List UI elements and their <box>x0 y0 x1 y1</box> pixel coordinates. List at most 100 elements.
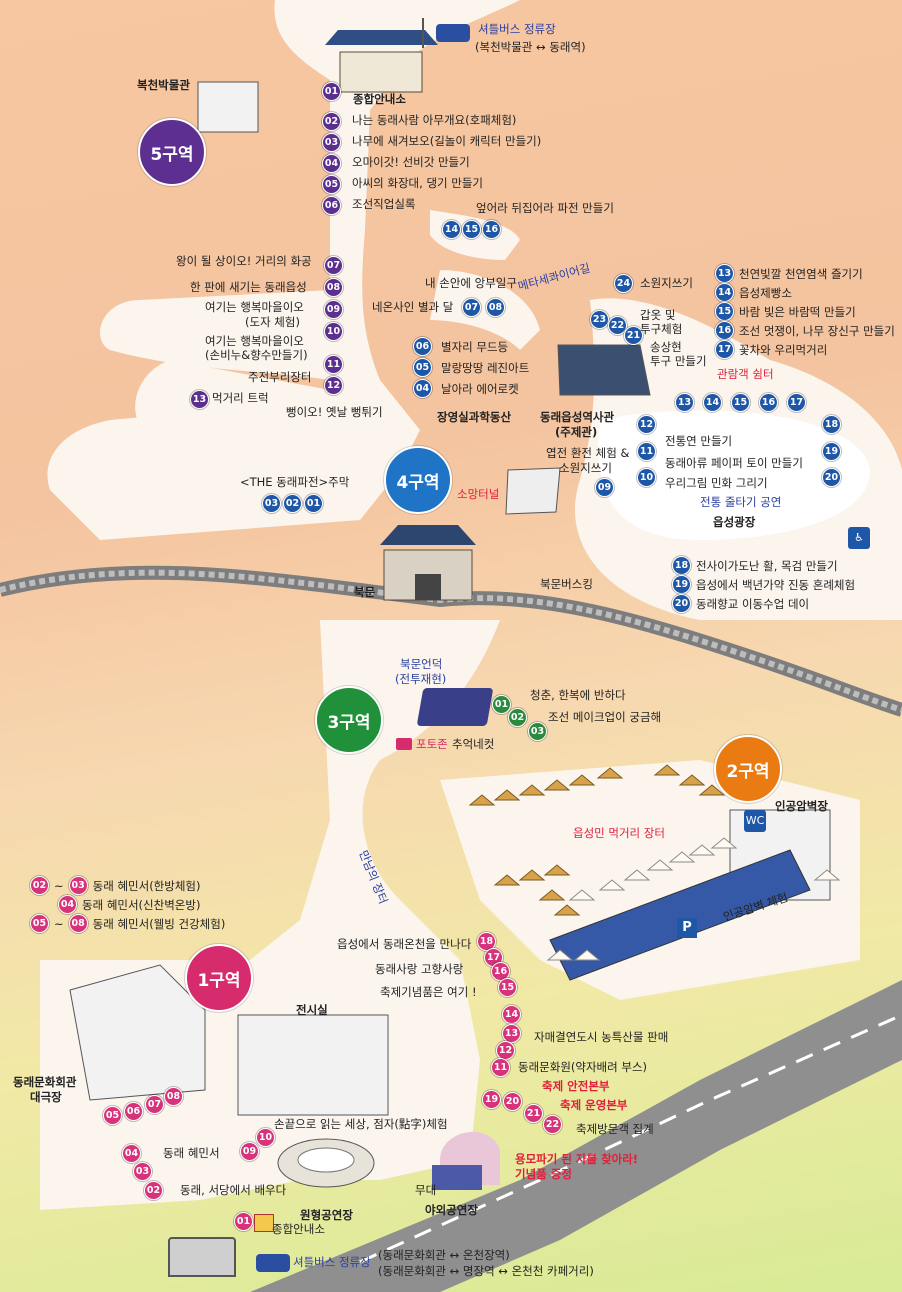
top-shuttle-route: (복천박물관 ↔ 동래역) <box>475 40 586 54</box>
marker-z4-14: 14 <box>442 220 461 239</box>
z4-fly: 날아라 에어로켓 <box>441 382 519 396</box>
bottom-gate <box>168 1237 236 1277</box>
bus-stop-sign-icon <box>422 18 434 48</box>
zone-1-badge: 1구역 <box>185 944 253 1012</box>
z4-the: <THE 동래파전>주막 <box>240 475 350 489</box>
z4-song-b: 투구 만들기 <box>650 354 707 368</box>
legend-16-text: 조선 멋쟁이, 나무 장신구 만들기 <box>739 323 895 338</box>
z1-seodang: 동래, 서당에서 배우다 <box>180 1183 287 1197</box>
marker-z1-20: 20 <box>503 1092 522 1111</box>
z1-legend-marker-c: 04 <box>58 895 77 914</box>
marker-square-20: 20 <box>822 468 841 487</box>
legend-17-text: 꽃차와 우리먹거리 <box>739 342 828 357</box>
marker-z5-11: 11 <box>324 355 343 374</box>
marker-z1-05: 05 <box>103 1106 122 1125</box>
marker-z1-01: 01 <box>234 1212 253 1231</box>
marker-z1-14: 14 <box>502 1005 521 1024</box>
marker-z1-21: 21 <box>524 1104 543 1123</box>
z4-song-a: 송상현 <box>650 340 682 354</box>
z5-04-label: 오마이갓! 선비갓 만들기 <box>352 155 470 169</box>
info-house-icon <box>254 1214 274 1232</box>
z1-braille: 손끝으로 읽는 세상, 점자(點字)체험 <box>274 1117 448 1131</box>
marker-square-19: 19 <box>822 442 841 461</box>
z1-info: 종합안내소 <box>272 1222 325 1236</box>
z3-c02: 조선 메이크업이 궁금해 <box>548 710 662 724</box>
restroom-icon-2: WC <box>744 810 766 832</box>
z5-13-label: 먹거리 트럭 <box>212 391 269 405</box>
z4-exchange-a: 엽전 환전 체험 & <box>546 446 630 460</box>
zone-4-badge: 4구역 <box>384 446 452 514</box>
z1-legend-1-text: 동래 혜민서(한방체험) <box>92 878 201 893</box>
z5-02-label: 나는 동래사람 아무개요(호패체험) <box>352 113 517 127</box>
top-gate <box>325 30 438 93</box>
marker-z5-10: 10 <box>324 322 343 341</box>
legend-13-text: 천연빛깔 천연염색 즐기기 <box>739 266 863 281</box>
legend-marker-17: 17 <box>715 340 734 359</box>
z1-outdoor: 야외공연장 <box>425 1203 478 1217</box>
z4-mallang: 말랑땅땅 레진아트 <box>441 361 530 375</box>
z1-heminseo: 동래 혜민서 <box>163 1146 220 1160</box>
round-stage <box>277 1138 375 1188</box>
marker-z5-01: 01 <box>322 82 341 101</box>
marker-z4-16: 16 <box>482 220 501 239</box>
z1-legend-marker-b: 03 <box>68 876 88 895</box>
z4-gapot-a: 갑옷 및 <box>640 308 676 322</box>
legend-marker-19: 19 <box>672 575 691 594</box>
restroom-icon: ♿ <box>848 527 870 549</box>
z1-legend-marker-d: 05 <box>30 914 49 933</box>
marker-z5-04: 04 <box>322 154 341 173</box>
zone-5-badge: 5구역 <box>138 118 206 186</box>
z4-neon: 네온사인 별과 달 <box>372 300 454 314</box>
z3-photo: 포토존 <box>416 737 448 751</box>
marker-z5-08: 08 <box>324 278 343 297</box>
marker-z5-13: 13 <box>190 390 209 409</box>
marker-z3-02: 02 <box>508 708 527 727</box>
marker-z3-01: 01 <box>492 695 511 714</box>
z2-climb: 인공암벽장 <box>775 799 828 813</box>
marker-z4-02: 02 <box>283 494 302 513</box>
marker-z1-11: 11 <box>491 1058 510 1077</box>
busking-label: 북문버스킹 <box>540 577 593 591</box>
z1-20: 축제 안전본부 <box>542 1079 610 1093</box>
camera-icon <box>396 738 412 750</box>
bukmun-label: 북문 <box>354 585 376 599</box>
marker-z1-04: 04 <box>122 1144 141 1163</box>
parking-icon: P <box>677 918 697 938</box>
z5-09-label-b: (도자 체험) <box>245 315 300 329</box>
marker-z4-21: 21 <box>624 326 643 345</box>
z4-paper: 동래아류 페이퍼 토이 만들기 <box>665 456 803 470</box>
z1-exhibit: 전시실 <box>296 1003 328 1017</box>
marker-z1-03: 03 <box>133 1162 152 1181</box>
z1-21: 축제 운영본부 <box>560 1098 628 1112</box>
climbing-wall <box>549 849 811 981</box>
z1-find-a: 용모파기 된 자를 찾아라! <box>515 1152 639 1166</box>
z4-gapot-b: 투구체험 <box>640 322 683 336</box>
marker-z4-22: 22 <box>608 316 627 335</box>
bokcheon-museum-label: 복천박물관 <box>137 78 190 92</box>
z1-culture-a: 동래문화회관 <box>13 1075 77 1089</box>
marker-square-12: 12 <box>637 415 656 434</box>
marker-square-15: 15 <box>731 393 750 412</box>
zone-3-badge: 3구역 <box>315 686 383 754</box>
highway <box>250 980 902 1292</box>
z1-13: 자매결연도시 농특산물 판매 <box>534 1030 669 1044</box>
legend-marker-18: 18 <box>672 556 691 575</box>
legend-20-text: 동래향교 이동수업 데이 <box>696 596 810 611</box>
z5-11-label: 주전부리장터 <box>248 370 312 384</box>
marker-z1-22: 22 <box>543 1115 562 1134</box>
z2-food: 읍성민 먹거리 장터 <box>573 826 665 840</box>
z5-10-label-b: (손비누&향수만들기) <box>205 348 308 362</box>
marker-z5-09: 09 <box>324 300 343 319</box>
z1-16: 축제기념품은 여기 ! <box>380 985 477 999</box>
z4-folk: 우리그림 민화 그리기 <box>665 476 768 490</box>
legend-18-text: 전사이가도난 활, 목검 만들기 <box>696 558 838 573</box>
marker-z5-12: 12 <box>324 376 343 395</box>
marker-z1-10: 10 <box>256 1128 275 1147</box>
marker-square-10: 10 <box>637 468 656 487</box>
marker-z4-03: 03 <box>262 494 281 513</box>
